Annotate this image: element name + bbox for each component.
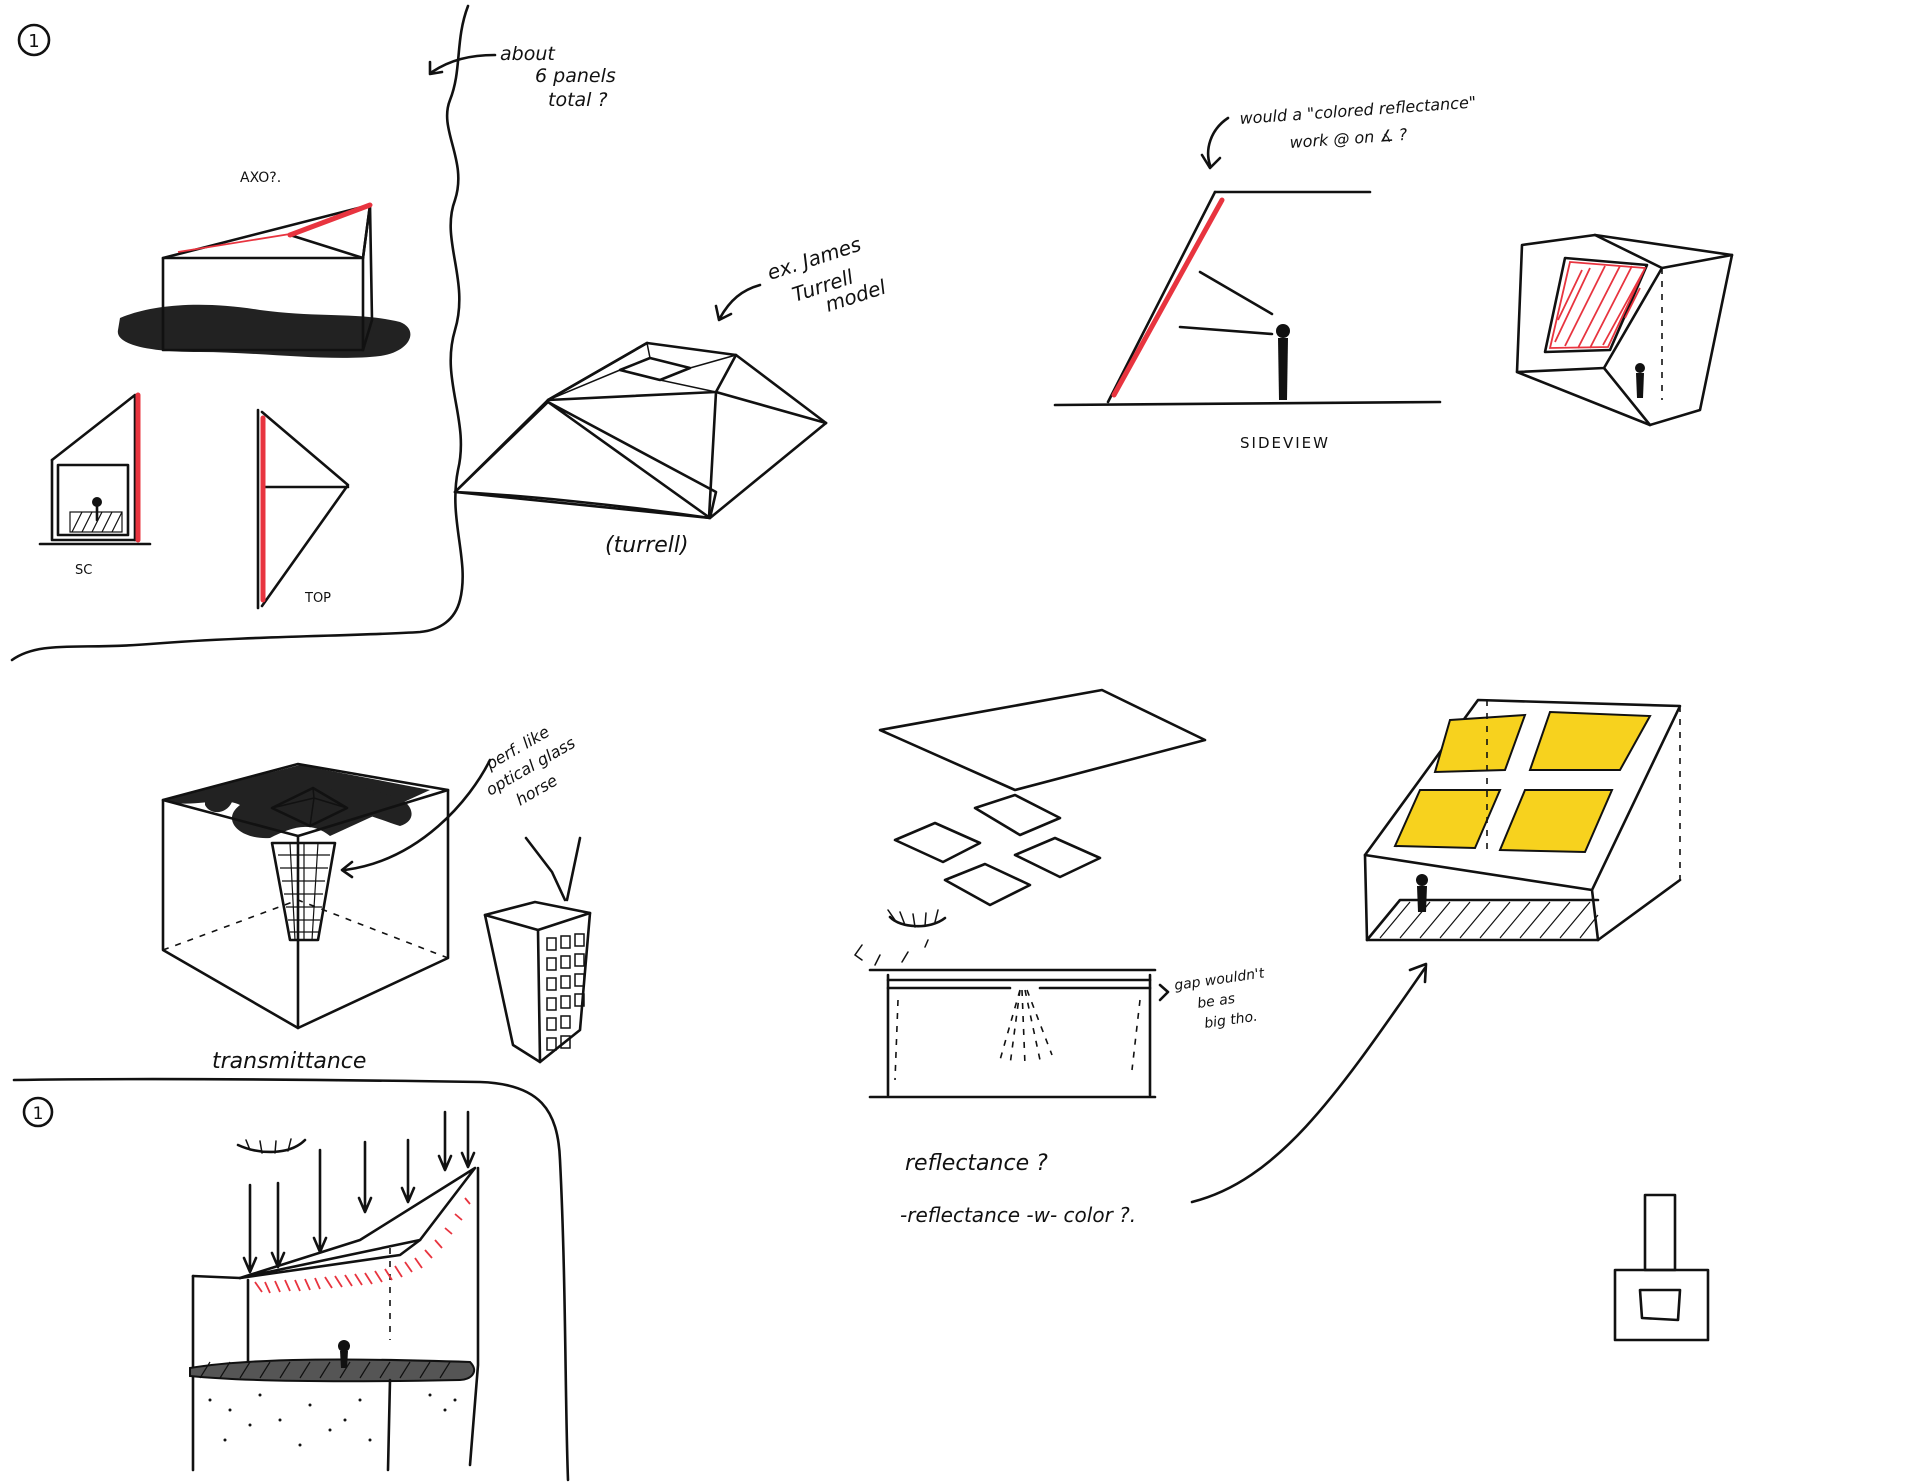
svg-text:total ?: total ? <box>548 89 608 111</box>
page1-number-badge: 1 <box>17 23 51 57</box>
svg-text:6 panels: 6 panels <box>535 65 616 87</box>
note-gap: gap wouldn't be as big tho. <box>1173 965 1266 1032</box>
svg-text:work @ on ∡ ?: work @ on ∡ ? <box>1289 125 1408 152</box>
svg-text:1: 1 <box>33 1104 44 1124</box>
axo-sketch <box>117 202 411 358</box>
svg-text:gap wouldn't: gap wouldn't <box>1173 965 1266 994</box>
page3-border <box>12 1077 570 1482</box>
label-reflectance-color: -reflectance -w- color ?. <box>900 1203 1136 1227</box>
red-panel-box-sketch <box>1515 233 1734 427</box>
sideview-sketch <box>1053 190 1442 407</box>
label-reflectance: reflectance ? <box>905 1151 1048 1176</box>
svg-text:would a "colored reflectance": would a "colored reflectance" <box>1239 92 1477 127</box>
svg-text:about: about <box>500 43 556 65</box>
label-turrell: (turrell) <box>605 533 689 558</box>
yellow-skylight-box-sketch <box>1363 698 1682 942</box>
reflectance-section-sketch <box>853 909 1170 1099</box>
stove-sketch <box>1613 1193 1710 1342</box>
transmittance-cube-sketch <box>161 762 450 1030</box>
note-panels: about 6 panels total ? <box>428 43 616 111</box>
section-light-sketch <box>189 1166 480 1472</box>
perforated-element-sketch <box>483 836 592 1064</box>
label-top: TOP <box>304 591 331 606</box>
svg-text:be as: be as <box>1196 991 1236 1012</box>
arrow-to-yellow-box <box>1190 962 1428 1204</box>
label-axo: AXO?. <box>240 170 281 186</box>
page1-border <box>10 4 470 662</box>
light-arrows-sketch <box>236 1110 476 1274</box>
exploded-panels-sketch <box>878 688 1207 907</box>
note-colored-reflectance: would a "colored reflectance" work @ on … <box>1200 92 1477 170</box>
top-view-sketch <box>256 408 350 610</box>
note-turrell: ex. James Turrell model <box>714 232 889 322</box>
svg-text:1: 1 <box>28 31 39 52</box>
page3-number-badge: 1 <box>22 1096 54 1128</box>
label-transmittance: transmittance <box>212 1049 366 1074</box>
turrell-model-sketch <box>453 341 828 520</box>
label-sc: SC <box>75 563 92 578</box>
section-sc-sketch <box>38 392 152 546</box>
svg-text:big tho.: big tho. <box>1203 1009 1258 1032</box>
label-sideview: SIDEVIEW <box>1240 434 1330 452</box>
